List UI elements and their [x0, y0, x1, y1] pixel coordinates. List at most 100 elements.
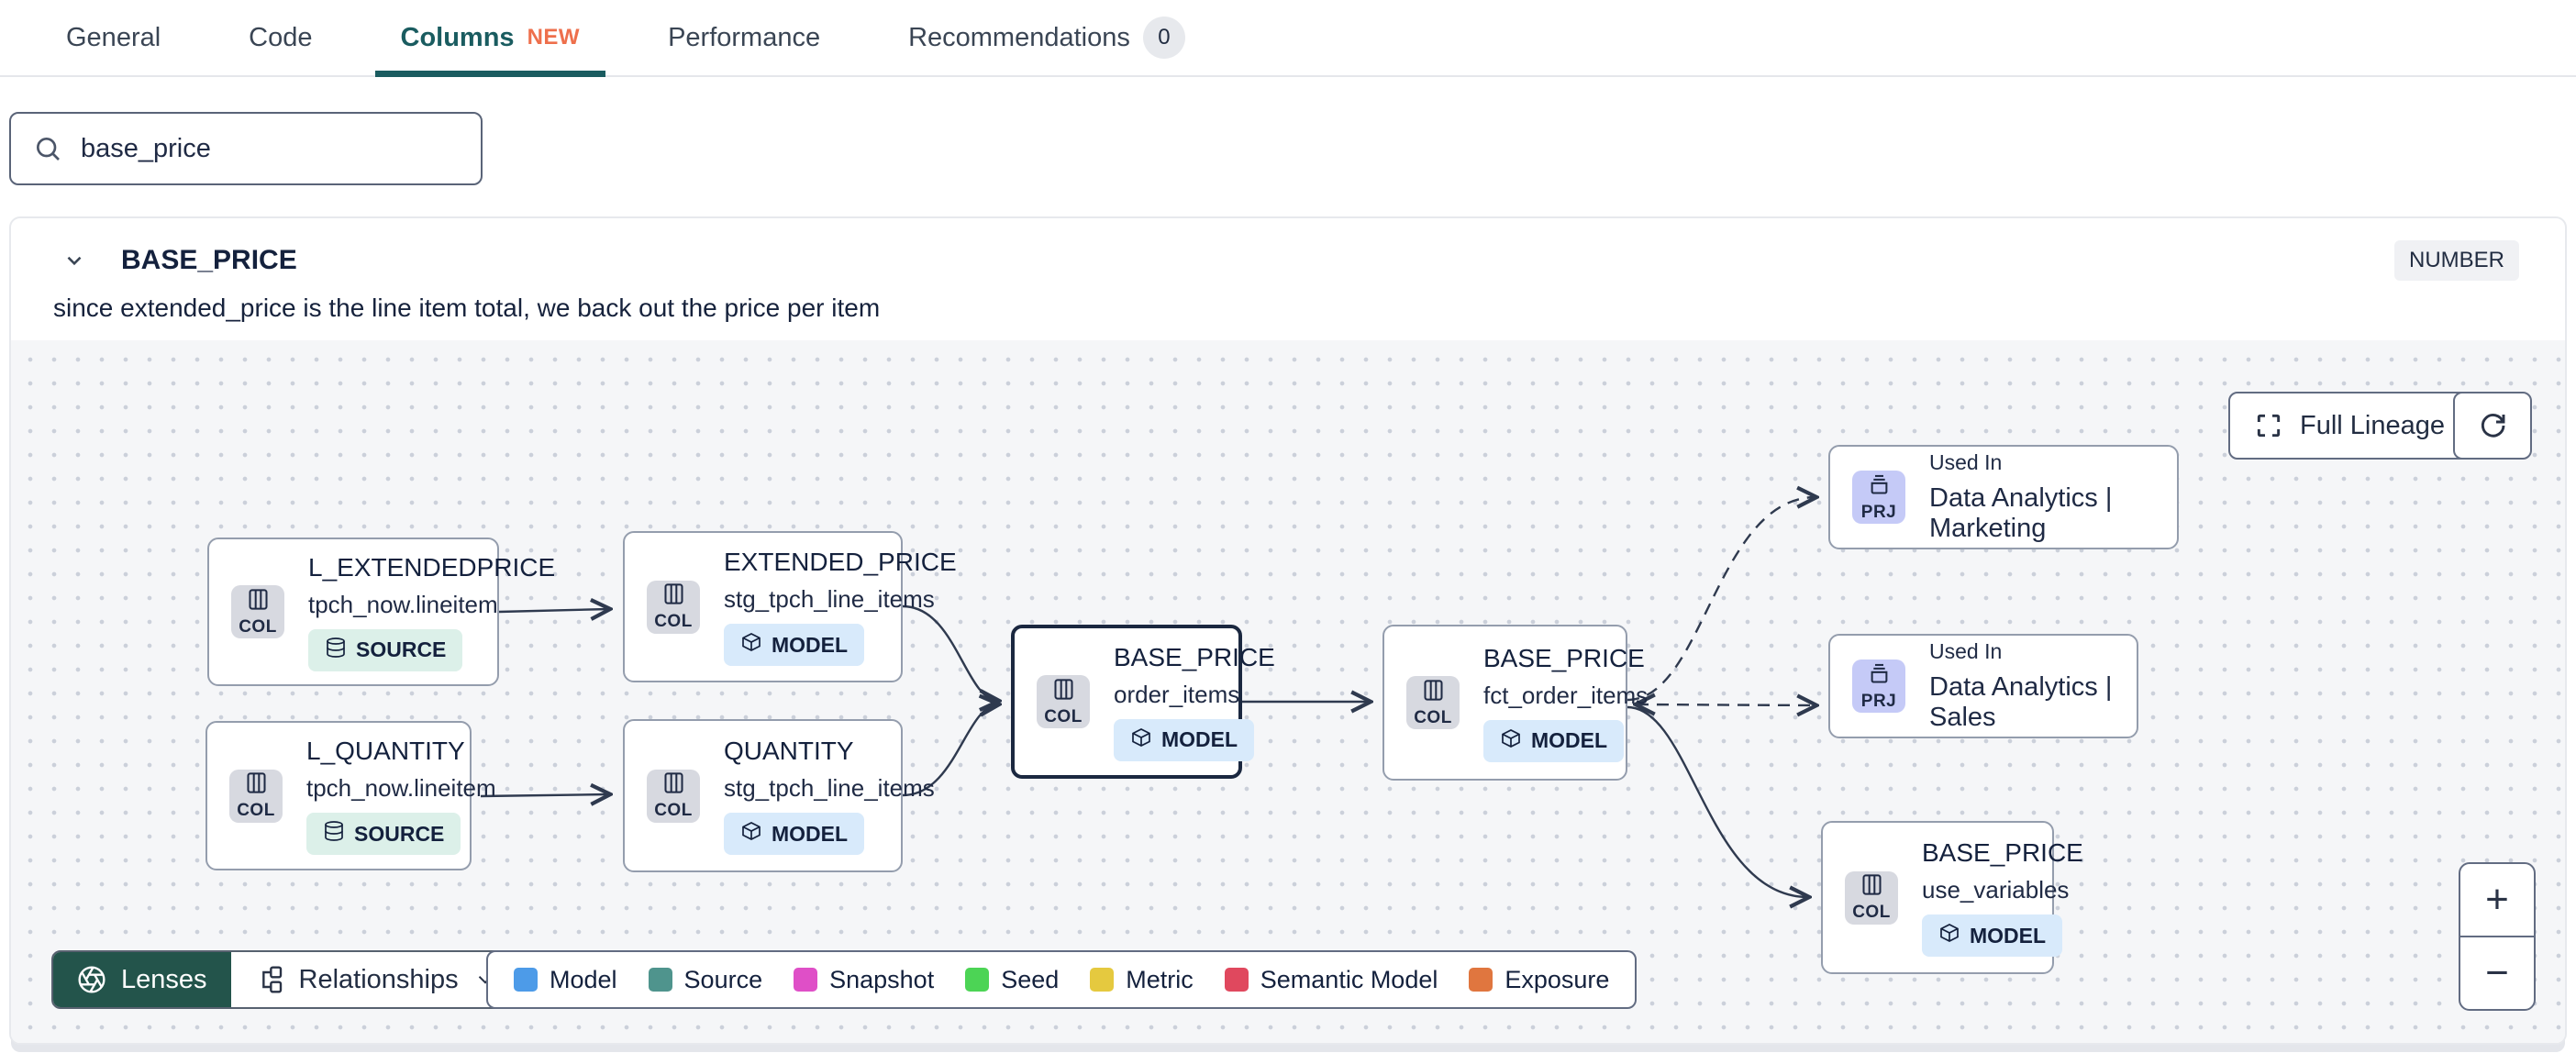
project-icon [1867, 472, 1892, 503]
legend-item-metric: Metric [1090, 966, 1194, 994]
node-badge-model: MODEL [724, 624, 865, 666]
node-title: BASE_PRICE [1922, 838, 2083, 867]
node-title: BASE_PRICE [1114, 642, 1275, 671]
legend-swatch [1224, 968, 1249, 992]
model-icon [740, 631, 762, 659]
col-chip: COL [647, 769, 700, 823]
model-icon [1500, 727, 1522, 755]
lineage-canvas[interactable]: Full Lineage + − Lenses [11, 340, 2565, 1043]
lenses-button[interactable]: Lenses [53, 952, 231, 1007]
legend-swatch [1090, 968, 1115, 992]
project-icon [1867, 661, 1892, 692]
tab-code[interactable]: Code [249, 0, 312, 75]
zoom-out-button[interactable]: − [2460, 936, 2534, 1009]
legend-label: Seed [1001, 965, 1060, 993]
columns-icon [1860, 872, 1884, 903]
prj-chip: PRJ [1852, 471, 1905, 524]
refresh-icon [2481, 414, 2505, 438]
lineage-edge [498, 609, 609, 612]
relationships-dropdown[interactable]: Relationships [231, 952, 521, 1007]
node-title: QUANTITY [724, 737, 854, 765]
lineage-node-used_in_marketing[interactable]: PRJ Used In Data Analytics | Marketing [1828, 445, 2179, 549]
legend-swatch [965, 968, 990, 992]
count-badge: 0 [1142, 17, 1185, 59]
search-value: base_price [81, 133, 211, 163]
legend-label: Model [550, 965, 617, 993]
new-badge: NEW [527, 25, 581, 50]
search-input[interactable]: base_price [9, 112, 483, 185]
lenses-label: Lenses [121, 964, 207, 994]
lineage-node-used_in_sales[interactable]: PRJ Used In Data Analytics | Sales [1828, 634, 2138, 738]
legend-swatch [794, 968, 818, 992]
col-chip: COL [229, 769, 283, 823]
prj-chip: PRJ [1852, 660, 1905, 713]
node-badge-model: MODEL [724, 813, 865, 855]
legend-swatch [1469, 968, 1493, 992]
chevron-down-icon[interactable] [62, 249, 86, 272]
relationships-icon [261, 966, 282, 993]
node-subtitle: stg_tpch_line_items [724, 774, 935, 802]
node-title: EXTENDED_PRICE [724, 548, 957, 576]
legend-item-exposure: Exposure [1469, 966, 1609, 994]
lenses-group: Lenses Relationships [51, 950, 523, 1009]
columns-icon [661, 770, 686, 801]
node-subtitle: Data Analytics | Marketing [1929, 483, 2113, 543]
col-chip: COL [1037, 675, 1090, 728]
col-chip: COL [231, 585, 284, 638]
node-title: Used In [1929, 450, 2003, 474]
column-card-header: BASE_PRICE NUMBER [11, 218, 2565, 281]
legend-item-seed: Seed [965, 966, 1059, 994]
database-icon [325, 637, 347, 664]
lineage-edge [1627, 705, 1808, 897]
node-subtitle: Data Analytics | Sales [1929, 672, 2113, 732]
tab-performance[interactable]: Performance [668, 0, 820, 75]
columns-icon [246, 587, 271, 617]
full-lineage-button[interactable]: Full Lineage [2228, 392, 2471, 460]
lineage-edge [1637, 704, 1815, 705]
legend-item-snapshot: Snapshot [794, 966, 934, 994]
tab-label: Code [249, 22, 313, 52]
legend-item-source: Source [648, 965, 763, 994]
node-subtitle: tpch_now.lineitem [308, 590, 498, 618]
legend-item-model: Model [514, 966, 617, 994]
legend-swatch [514, 968, 538, 992]
node-badge-source: SOURCE [308, 628, 463, 671]
refresh-button[interactable] [2453, 392, 2532, 460]
search-icon [37, 138, 60, 161]
model-icon [740, 820, 762, 848]
column-title: BASE_PRICE [121, 245, 297, 275]
legend-label: Snapshot [829, 965, 935, 993]
column-card: BASE_PRICE NUMBER since extended_price i… [9, 216, 2567, 1045]
aperture-icon [78, 966, 105, 993]
column-description: since extended_price is the line item to… [53, 294, 881, 322]
lineage-edges [480, 340, 2567, 1045]
zoom-controls: + − [2459, 862, 2536, 1011]
tab-label: General [66, 22, 161, 52]
node-badge-model: MODEL [1922, 914, 2063, 957]
node-title: Used In [1929, 639, 2003, 663]
node-badge-model: MODEL [1114, 718, 1255, 761]
legend-label: Source [683, 965, 763, 993]
tab-general[interactable]: General [66, 0, 161, 75]
node-subtitle: stg_tpch_line_items [724, 585, 935, 613]
model-icon [1130, 726, 1152, 754]
col-chip: COL [1406, 676, 1460, 729]
columns-icon [1421, 678, 1446, 708]
legend-label: Exposure [1505, 965, 1610, 993]
node-subtitle: use_variables [1922, 876, 2070, 903]
zoom-in-button[interactable]: + [2485, 877, 2509, 922]
columns-icon [661, 582, 686, 612]
col-chip: COL [1845, 870, 1898, 925]
columns-icon [1051, 677, 1076, 707]
